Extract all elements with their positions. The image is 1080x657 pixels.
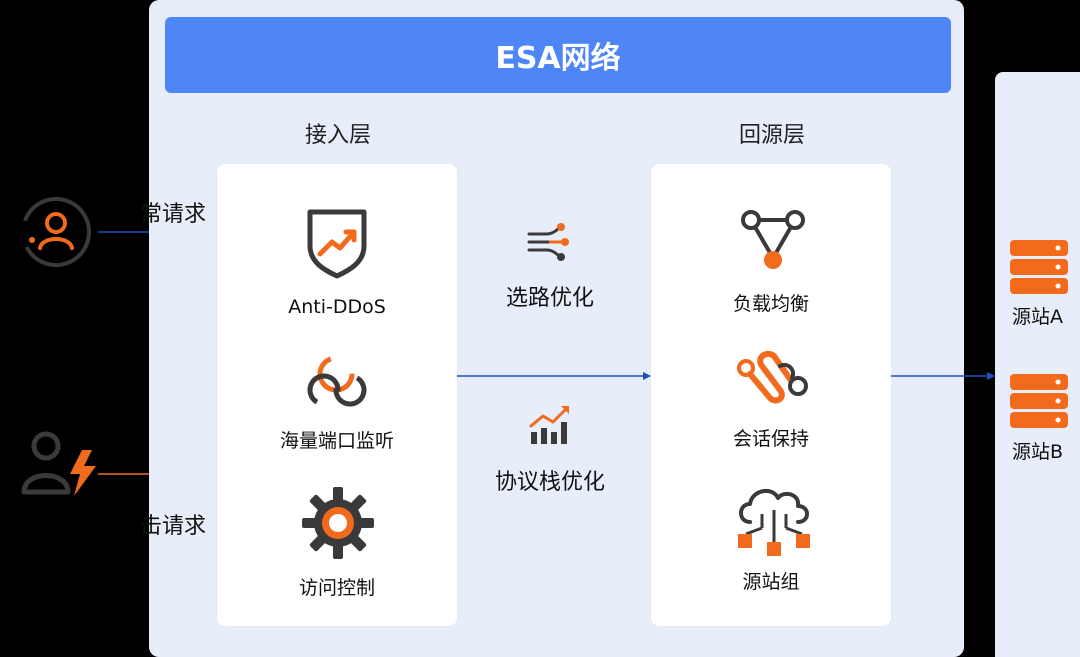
page-title: ESA网络 — [165, 17, 951, 93]
bar-trend-icon — [527, 404, 571, 446]
route-optimization-label: 选路优化 — [505, 286, 594, 311]
gear-icon — [302, 487, 374, 559]
origin-sites-panel — [995, 72, 1080, 657]
triangle-nodes-icon — [741, 210, 805, 272]
route-lines-icon — [527, 220, 571, 264]
port-listening-label: 海量端口监听 — [279, 430, 394, 452]
access-control-label: 访问控制 — [298, 577, 375, 599]
origin-site-b-label: 源站B — [1011, 441, 1064, 463]
link-icon — [736, 348, 812, 408]
anti-ddos-label: Anti-DDoS — [288, 296, 386, 318]
origin-to-site-arrow — [891, 372, 995, 380]
normal-user-icon — [20, 196, 92, 268]
sync-cycle-icon — [306, 352, 370, 412]
origin-layer-title: 回源层 — [738, 123, 805, 148]
origin-group-label: 源站组 — [742, 571, 800, 593]
access-to-origin-arrow — [457, 372, 651, 380]
protocol-optimization-label: 协议栈优化 — [494, 470, 605, 495]
origin-site-a-label: 源站A — [1012, 306, 1063, 328]
server-stack-icon — [1010, 240, 1068, 294]
normal-request-label: 常请求 — [140, 202, 207, 227]
shield-trend-icon — [306, 208, 368, 279]
session-persistence-label: 会话保持 — [732, 428, 809, 450]
attack-request-label: 击请求 — [140, 514, 207, 539]
load-balancing-label: 负载均衡 — [732, 293, 809, 315]
server-stack-icon — [1010, 374, 1068, 428]
access-layer-title: 接入层 — [304, 123, 371, 148]
cloud-network-icon — [734, 484, 814, 558]
attacker-user-icon — [20, 430, 102, 500]
